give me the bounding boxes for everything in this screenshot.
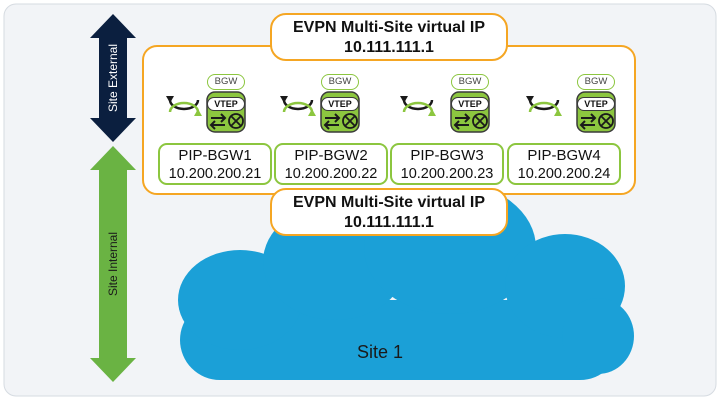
switch-arrows-icon bbox=[453, 113, 471, 130]
pip-name-2: PIP-BGW2 bbox=[294, 147, 368, 164]
site-internal-label: Site Internal bbox=[106, 231, 120, 297]
site-external-label: Site External bbox=[106, 43, 120, 113]
switch-arrows-icon bbox=[209, 113, 227, 130]
vip-bottom-box: EVPN Multi-Site virtual IP 10.111.111.1 bbox=[270, 188, 508, 236]
vip-top-ip: 10.111.111.1 bbox=[344, 39, 434, 56]
loop-arrow-icon bbox=[166, 96, 202, 116]
crossed-circle-icon bbox=[472, 113, 488, 129]
bgw-tag-4: BGW bbox=[577, 74, 615, 90]
pip-box-2: PIP-BGW2 10.200.200.22 bbox=[274, 143, 388, 185]
crossed-circle-icon bbox=[598, 113, 614, 129]
vtep-label-1: VTEP bbox=[207, 97, 245, 111]
loop-arrow-icon bbox=[526, 96, 562, 116]
pip-box-4: PIP-BGW4 10.200.200.24 bbox=[507, 143, 621, 185]
pip-ip-4: 10.200.200.24 bbox=[517, 166, 611, 182]
site-external-arrow bbox=[90, 14, 136, 142]
vip-top-box: EVPN Multi-Site virtual IP 10.111.111.1 bbox=[270, 13, 508, 61]
vip-top-title: EVPN Multi-Site virtual IP bbox=[292, 19, 486, 36]
vip-bottom-title: EVPN Multi-Site virtual IP bbox=[292, 194, 486, 211]
bgw-tag-3: BGW bbox=[451, 74, 489, 90]
crossed-circle-icon bbox=[342, 113, 358, 129]
site-cloud bbox=[178, 182, 634, 380]
pip-box-1: PIP-BGW1 10.200.200.21 bbox=[158, 143, 272, 185]
bgw-tag-1: BGW bbox=[207, 74, 245, 90]
switch-arrows-icon bbox=[323, 113, 341, 130]
vtep-label-4: VTEP bbox=[577, 97, 615, 111]
site-internal-arrow bbox=[90, 146, 136, 382]
cloud-site-label: Site 1 bbox=[357, 342, 404, 362]
pip-ip-1: 10.200.200.21 bbox=[168, 166, 262, 182]
pip-box-3: PIP-BGW3 10.200.200.23 bbox=[390, 143, 504, 185]
pip-ip-3: 10.200.200.23 bbox=[400, 166, 494, 182]
pip-name-4: PIP-BGW4 bbox=[527, 147, 601, 164]
loop-arrow-icon bbox=[280, 96, 316, 116]
loop-arrow-icon bbox=[400, 96, 436, 116]
pip-name-1: PIP-BGW1 bbox=[178, 147, 252, 164]
pip-name-3: PIP-BGW3 bbox=[410, 147, 484, 164]
switch-arrows-icon bbox=[579, 113, 597, 130]
pip-ip-2: 10.200.200.22 bbox=[284, 166, 378, 182]
bgw-tag-2: BGW bbox=[321, 74, 359, 90]
vtep-label-2: VTEP bbox=[321, 97, 359, 111]
vip-bottom-ip: 10.111.111.1 bbox=[344, 214, 434, 231]
crossed-circle-icon bbox=[228, 113, 244, 129]
vtep-label-3: VTEP bbox=[451, 97, 489, 111]
